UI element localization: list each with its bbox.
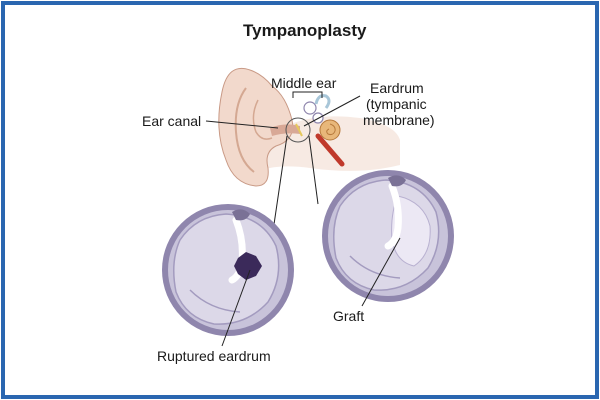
leader-eardrum [303, 95, 361, 127]
pinna-fold [234, 87, 255, 173]
diagram-title: Tympanoplasty [243, 21, 367, 40]
label-eardrum-1: Eardrum [370, 80, 424, 96]
leader-ruptured [221, 269, 251, 347]
eardrum-marker [295, 123, 303, 137]
graft-illustration [322, 170, 454, 302]
pinna [218, 67, 294, 187]
rupture-hole [234, 252, 262, 280]
ossicle-malleus [303, 101, 317, 115]
leader-ear-canal [205, 120, 279, 129]
right-top-notch [388, 175, 406, 187]
concha-fold [252, 99, 273, 140]
outer-ear-illustration [218, 67, 400, 187]
label-graft: Graft [333, 308, 365, 324]
ear-canal-shape [270, 124, 300, 136]
label-ear-canal: Ear canal [142, 113, 202, 129]
right-membrane-fold [349, 255, 401, 279]
label-ruptured-eardrum: Ruptured eardrum [157, 348, 271, 364]
cochlea-spiral [326, 123, 336, 136]
left-membrane-inner [173, 213, 280, 325]
leader-graft [361, 237, 401, 307]
cochlea [319, 119, 341, 141]
label-middle-ear: Middle ear [271, 75, 337, 91]
zoom-line-right [308, 135, 319, 205]
label-eardrum-2: (tympanic [366, 96, 427, 112]
right-malleus-handle [384, 182, 402, 250]
left-top-notch [232, 209, 250, 221]
middle-ear-bracket [292, 91, 323, 98]
ruptured-eardrum-illustration [162, 204, 294, 336]
semicircular-canals [314, 94, 331, 109]
zoom-circle [285, 117, 311, 143]
eustachian-tube [315, 133, 345, 167]
label-eardrum-3: membrane) [363, 112, 435, 128]
zoom-line-left [271, 135, 288, 239]
